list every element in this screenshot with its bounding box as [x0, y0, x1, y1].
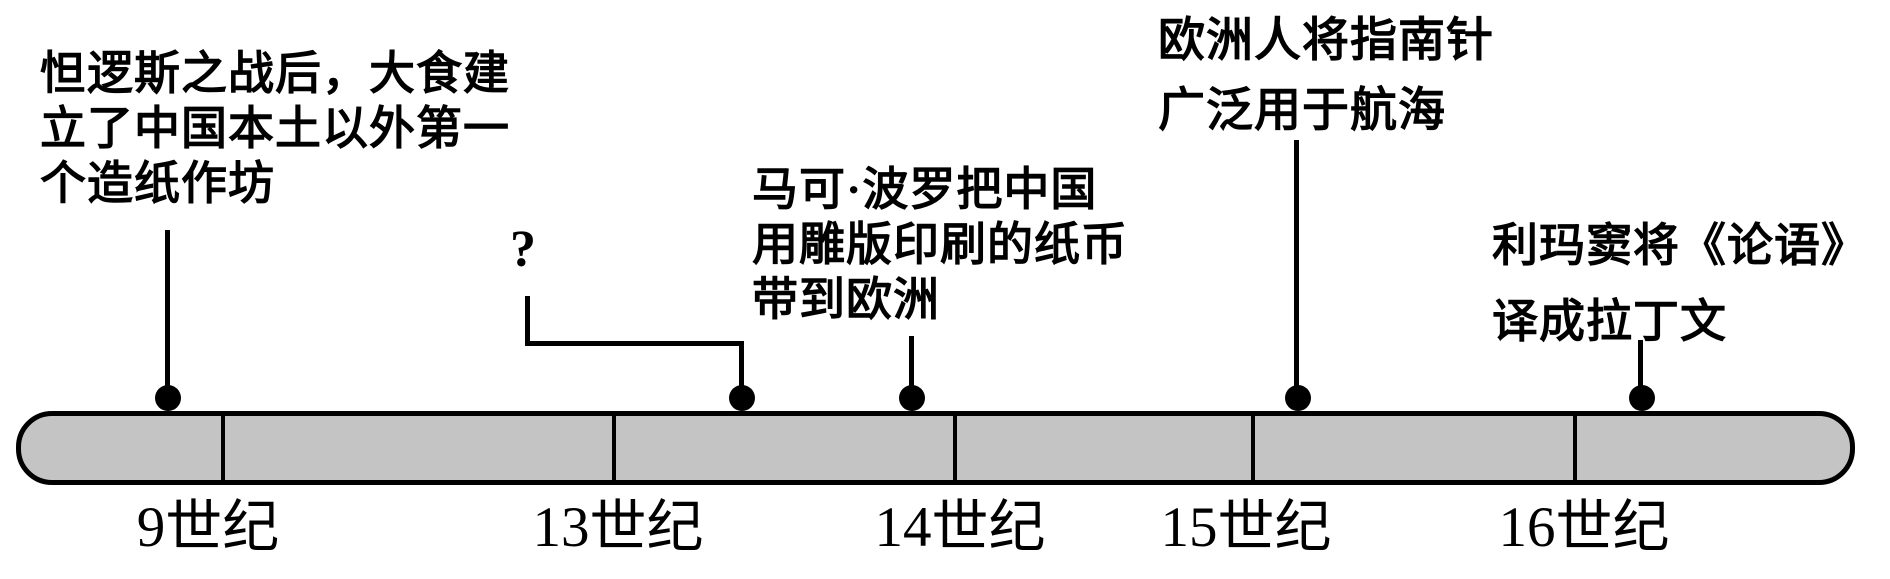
event-note-paper-line2: 立了中国本土以外第一	[40, 103, 510, 154]
event-dot-compass	[1285, 385, 1311, 411]
connector-line-question-horizontal	[525, 341, 744, 346]
event-dot-paper	[155, 385, 181, 411]
connector-line-marco	[909, 336, 914, 391]
century-label-14: 14世纪	[874, 496, 1046, 559]
century-tick-14	[953, 413, 957, 483]
connector-line-question-to-dot	[739, 341, 744, 391]
event-note-paper-line1: 怛逻斯之战后，大食建	[40, 48, 510, 99]
connector-line-compass	[1294, 140, 1299, 390]
century-label-16: 16世纪	[1498, 496, 1670, 559]
event-note-ricci-line2: 译成拉丁文	[1492, 296, 1727, 347]
event-note-ricci-line1: 利玛窦将《论语》	[1492, 220, 1868, 271]
event-note-compass-line1: 欧洲人将指南针	[1158, 15, 1494, 67]
event-dot-question	[729, 385, 755, 411]
century-label-9: 9世纪	[136, 496, 280, 559]
event-note-question-mark: ?	[510, 221, 536, 278]
event-note-marco-line2: 用雕版印刷的纸币	[752, 219, 1128, 270]
century-label-15: 15世纪	[1160, 496, 1332, 559]
century-tick-9	[221, 413, 225, 483]
century-tick-13	[612, 413, 616, 483]
event-note-compass-line2: 广泛用于航海	[1158, 85, 1446, 137]
event-note-paper-workshop: 怛逻斯之战后，大食建 立了中国本土以外第一 个造纸作坊	[40, 46, 510, 211]
event-note-paper-line3: 个造纸作坊	[40, 158, 275, 209]
event-note-marco-line3: 带到欧洲	[752, 274, 940, 325]
timeline-bar	[16, 411, 1855, 485]
connector-line-paper	[165, 230, 170, 390]
connector-line-ricci	[1638, 340, 1643, 390]
event-dot-ricci	[1629, 385, 1655, 411]
century-tick-16	[1573, 413, 1577, 483]
century-label-13: 13世纪	[532, 496, 704, 559]
event-note-compass: 欧洲人将指南针 广泛用于航海	[1158, 6, 1494, 146]
connector-line-question-drop	[525, 296, 530, 346]
event-dot-marco	[899, 385, 925, 411]
event-note-marco-line1: 马可·波罗把中国	[752, 164, 1098, 215]
century-tick-15	[1251, 413, 1255, 483]
event-note-marco-polo: 马可·波罗把中国 用雕版印刷的纸币 带到欧洲	[752, 162, 1128, 327]
event-note-ricci: 利玛窦将《论语》 译成拉丁文	[1492, 208, 1868, 360]
